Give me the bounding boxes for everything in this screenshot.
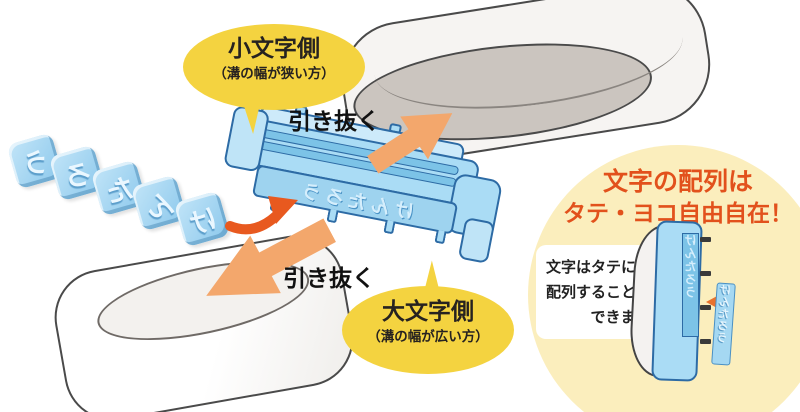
- callout-note-line2: 配列することが: [546, 282, 652, 301]
- lower-case-illustration: [47, 227, 361, 412]
- tile-character: ん: [142, 187, 178, 225]
- tile-character: た: [102, 172, 138, 210]
- callout-note-line1: 文字はタテにも: [546, 258, 652, 276]
- large-side-title: 大文字側: [382, 299, 474, 325]
- tile-character: ろ: [60, 157, 96, 195]
- callout-title-line1: 文字の配列は: [602, 167, 753, 196]
- small-side-title: 小文字側: [228, 36, 320, 62]
- stamp-right-cap-detail: [457, 216, 496, 264]
- mini-stamp-peg: [700, 305, 711, 310]
- small-side-bubble: 小文字側 （溝の幅が狭い方）: [183, 24, 365, 110]
- pull-out-label-bottom: 引き抜く: [283, 266, 375, 292]
- mini-stamp-character-strip: けんたろう: [682, 233, 699, 337]
- small-side-subtitle: （溝の幅が狭い方）: [213, 66, 335, 83]
- large-side-subtitle: （溝の幅が広い方）: [367, 329, 489, 346]
- mini-stamp-peg: [700, 271, 711, 276]
- vertical-strip-text: けんたろう: [715, 283, 733, 345]
- mini-stamp-peg: [700, 237, 711, 242]
- stamp-peg: [383, 219, 396, 235]
- tile-character: う: [18, 145, 54, 183]
- mini-stamp-peg: [700, 339, 711, 344]
- tile-character: け: [185, 203, 221, 241]
- insert-tiles-arrow-icon: [225, 196, 298, 235]
- pull-out-label-top: 引き抜く: [288, 109, 380, 135]
- feature-callout-circle: 文字の配列は タテ・ヨコ自由自在！ 文字はタテにも 配列することが できます。 …: [528, 145, 800, 412]
- stamp-peg: [434, 229, 447, 245]
- large-side-bubble: 大文字側 （溝の幅が広い方）: [342, 286, 514, 374]
- mini-stamp-vertical-text: けんたろう: [684, 234, 698, 299]
- stamp-peg: [326, 208, 339, 224]
- callout-title: 文字の配列は タテ・ヨコ自由自在！: [528, 165, 800, 230]
